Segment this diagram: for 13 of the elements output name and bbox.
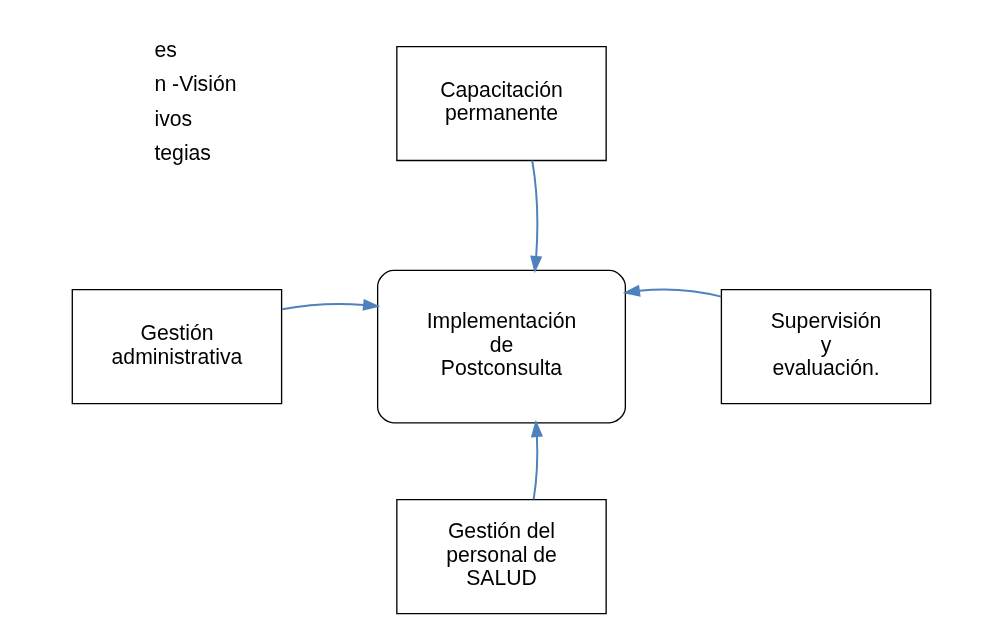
label: ivos (154, 106, 193, 130)
arrow (281, 298, 381, 311)
arrow (530, 159, 543, 274)
label: es (154, 37, 177, 61)
node-box: Implementación de Postconsulta (376, 269, 626, 424)
node-box: Capacitación permanente (396, 45, 607, 162)
node-box: Supervisión y evaluación. (720, 289, 932, 405)
node-box: Gestión del personal de SALUD (396, 498, 607, 615)
label: n -Visión (154, 72, 237, 96)
node-box: Gestión administrativa (71, 289, 283, 405)
arrow (530, 419, 543, 501)
arrow (622, 284, 723, 298)
label: tegias (154, 141, 211, 165)
